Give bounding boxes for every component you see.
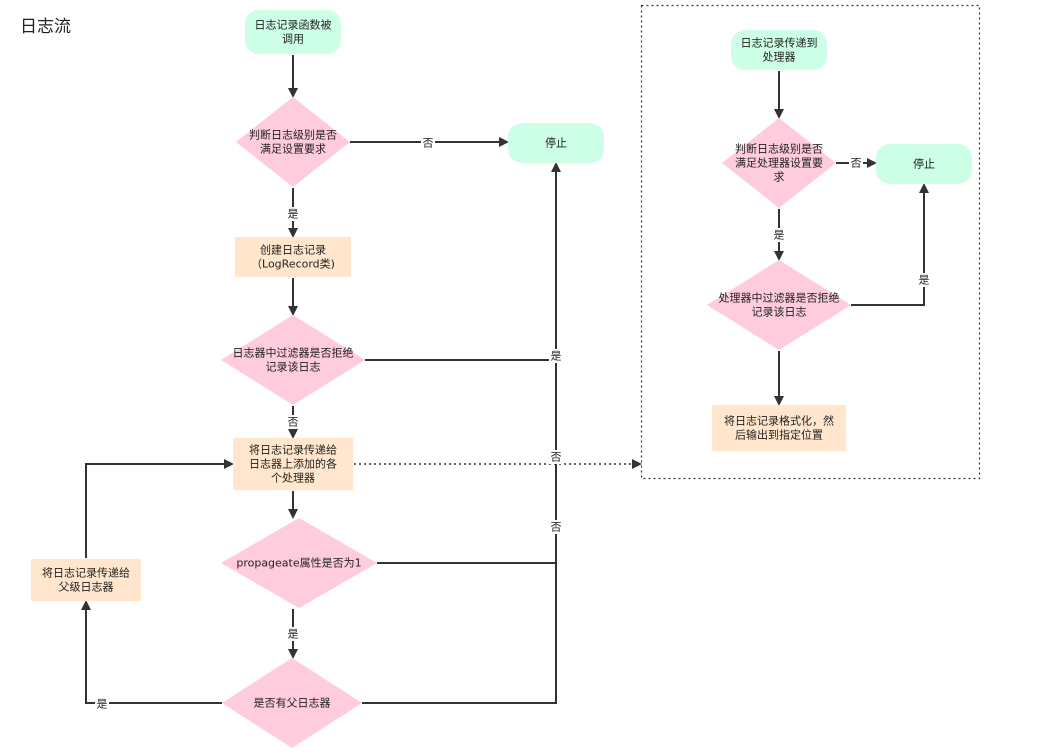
edge-filter-stop [365, 162, 561, 361]
node-n-create: 创建日志记录（LogRecord类) [235, 237, 351, 277]
svg-text:否: 否 [423, 137, 434, 150]
edge-hfilter-hstop [851, 183, 929, 306]
edge-label-h-filter-yes: 是 [917, 273, 931, 287]
svg-text:否: 否 [851, 157, 862, 170]
svg-text:是: 是 [288, 208, 299, 221]
edge-label-filter-no: 否 [286, 415, 300, 429]
edge-parent-stop [362, 563, 557, 704]
node-text-line: 求 [774, 171, 785, 184]
page-title: 日志流 [20, 17, 71, 37]
node-text-line: propageate属性是否为1 [236, 556, 361, 570]
node-text-line: 日志器上添加的各 [249, 457, 337, 471]
edge-prop-stop [377, 360, 557, 564]
edge-label-h-level-yes: 是 [772, 228, 786, 242]
edge-label-level-no: 否 [421, 136, 435, 150]
svg-text:是: 是 [97, 698, 108, 711]
edge-label-prop-no2: 否 [549, 520, 563, 534]
node-text-line: 记录该日志 [752, 305, 807, 319]
node-text-line: 父级日志器 [59, 581, 114, 594]
node-text-line: 判断日志级别是否 [249, 128, 337, 142]
node-text-line: 是否有父日志器 [254, 696, 331, 710]
svg-text:否: 否 [288, 416, 299, 429]
node-text-line: 日志记录传递到 [741, 36, 818, 50]
node-text-line: 记录该日志 [266, 360, 321, 374]
node-n-stop1: 停止 [508, 123, 604, 163]
node-text-line: 停止 [913, 157, 935, 171]
node-text-line: （LogRecord类) [251, 257, 335, 271]
svg-text:是: 是 [288, 628, 299, 641]
svg-text:是: 是 [919, 274, 930, 287]
node-h-stop: 停止 [876, 144, 972, 184]
node-text-line: 创建日志记录 [260, 243, 326, 257]
node-text-line: 处理器中过滤器是否拒绝 [719, 291, 840, 305]
edge-parent-toparent [81, 600, 222, 704]
node-n-prop: propageate属性是否为1 [221, 518, 377, 608]
edge-label-prop-no: 否 [549, 450, 563, 464]
edge-label-filter-yes: 是 [549, 349, 563, 363]
node-text-line: 停止 [545, 136, 567, 150]
edge-label-parent-yes: 是 [95, 697, 109, 711]
node-text-line: 处理器 [763, 51, 796, 64]
svg-text:否: 否 [551, 451, 562, 464]
node-text-line: 个处理器 [271, 472, 315, 485]
edge-label-prop-yes: 是 [286, 627, 300, 641]
node-text-line: 日志记录函数被 [255, 19, 332, 32]
svg-text:否: 否 [551, 521, 562, 534]
node-text-line: 满足处理器设置要 [735, 157, 823, 170]
svg-text:是: 是 [551, 350, 562, 363]
node-text-line: 日志器中过滤器是否拒绝 [233, 346, 354, 360]
edge-label-level-yes: 是 [286, 207, 300, 221]
node-text-line: 判断日志级别是否 [735, 142, 823, 156]
node-text-line: 将日志记录传递给 [249, 443, 337, 457]
node-text-line: 将日志记录传递给 [42, 566, 130, 580]
handler-container [640, 4, 981, 480]
node-text-line: 满足设置要求 [260, 143, 326, 156]
svg-text:是: 是 [774, 229, 785, 242]
node-n-parent: 是否有父日志器 [222, 658, 362, 748]
node-text-line: 将日志记录格式化，然 [724, 414, 834, 428]
edge-label-h-level-no: 否 [849, 156, 863, 170]
node-text-line: 调用 [282, 33, 304, 46]
edge-toparent-pass [85, 459, 234, 558]
node-text-line: 后输出到指定位置 [735, 428, 823, 442]
